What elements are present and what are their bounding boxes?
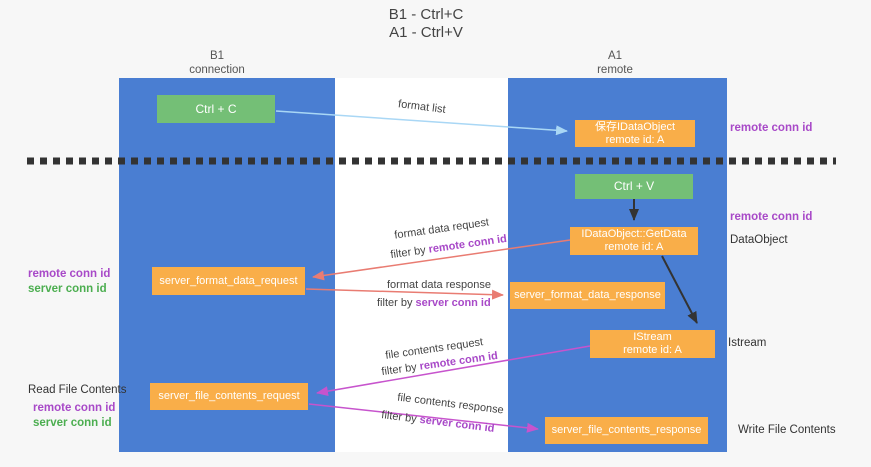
- remote-conn-id-annotation-top: remote conn id: [730, 122, 813, 134]
- server-file-contents-request-label: server_file_contents_request: [158, 390, 300, 402]
- server-file-contents-request-box: server_file_contents_request: [150, 383, 308, 410]
- left-column-name: B1: [209, 50, 225, 62]
- right-column-role: remote: [597, 64, 633, 76]
- left-remote-conn-id-annotation-2: remote conn id: [33, 402, 116, 414]
- diagram-title: B1 - Ctrl+C A1 - Ctrl+V: [306, 6, 546, 42]
- left-column-role: connection: [189, 64, 245, 76]
- dataobject-annotation: DataObject: [730, 234, 788, 246]
- filter-by-server-conn-id-label-1: filter by server conn id: [377, 297, 491, 309]
- left-server-conn-id-annotation-1: server conn id: [28, 283, 107, 295]
- format-data-response-label: format data response: [387, 279, 491, 291]
- left-server-conn-id-annotation-2: server conn id: [33, 417, 112, 429]
- ctrl-c-label: Ctrl + C: [195, 101, 237, 116]
- format-data-response-arrow: [305, 288, 504, 300]
- write-file-contents-annotation: Write File Contents: [738, 424, 836, 436]
- file-contents-response-arrow: [308, 403, 539, 433]
- server-format-data-response-box: server_format_data_response: [510, 282, 665, 309]
- filter-by-text: filter by: [377, 297, 416, 309]
- save-idataobject-line1: 保存IDataObject: [594, 120, 676, 133]
- save-idataobject-box: 保存IDataObject remote id: A: [575, 120, 695, 147]
- ctrl-v-label: Ctrl + V: [613, 179, 655, 193]
- save-idataobject-line2: remote id: A: [605, 133, 665, 146]
- file-contents-request-arrow: [316, 345, 591, 397]
- title-line-2: A1 - Ctrl+V: [389, 24, 463, 41]
- ctrl-c-box: Ctrl + C: [157, 95, 275, 123]
- server-format-data-response-label: server_format_data_response: [514, 289, 661, 301]
- right-column-name: A1: [607, 50, 623, 62]
- read-file-contents-annotation: Read File Contents: [28, 384, 127, 396]
- server-format-data-request-label: server_format_data_request: [159, 274, 298, 287]
- title-line-1: B1 - Ctrl+C: [388, 6, 464, 23]
- left-column-header: B1 connection: [157, 49, 277, 77]
- format-data-request-arrow: [312, 239, 571, 281]
- istream-line1: IStream: [633, 331, 672, 343]
- idataobject-getdata-box: IDataObject::GetData remote id: A: [570, 227, 698, 255]
- getdata-to-istream-arrow: [661, 255, 698, 324]
- istream-box: IStream remote id: A: [590, 330, 715, 358]
- lane-middle-channel: [335, 78, 508, 452]
- idataobject-getdata-line2: remote id: A: [604, 241, 664, 253]
- server-conn-id-text: server conn id: [415, 297, 491, 309]
- istream-annotation: Istream: [728, 337, 767, 349]
- server-file-contents-response-box: server_file_contents_response: [545, 417, 708, 444]
- server-file-contents-response-label: server_file_contents_response: [551, 424, 702, 436]
- server-format-data-request-box: server_format_data_request: [152, 267, 305, 295]
- istream-line2: remote id: A: [623, 344, 682, 356]
- idataobject-getdata-line1: IDataObject::GetData: [581, 228, 687, 240]
- right-column-header: A1 remote: [555, 49, 675, 77]
- format-list-arrow: [275, 110, 568, 136]
- remote-conn-id-annotation-mid: remote conn id: [730, 211, 813, 223]
- left-remote-conn-id-annotation-1: remote conn id: [28, 268, 111, 280]
- ctrl-v-box: Ctrl + V: [575, 174, 693, 199]
